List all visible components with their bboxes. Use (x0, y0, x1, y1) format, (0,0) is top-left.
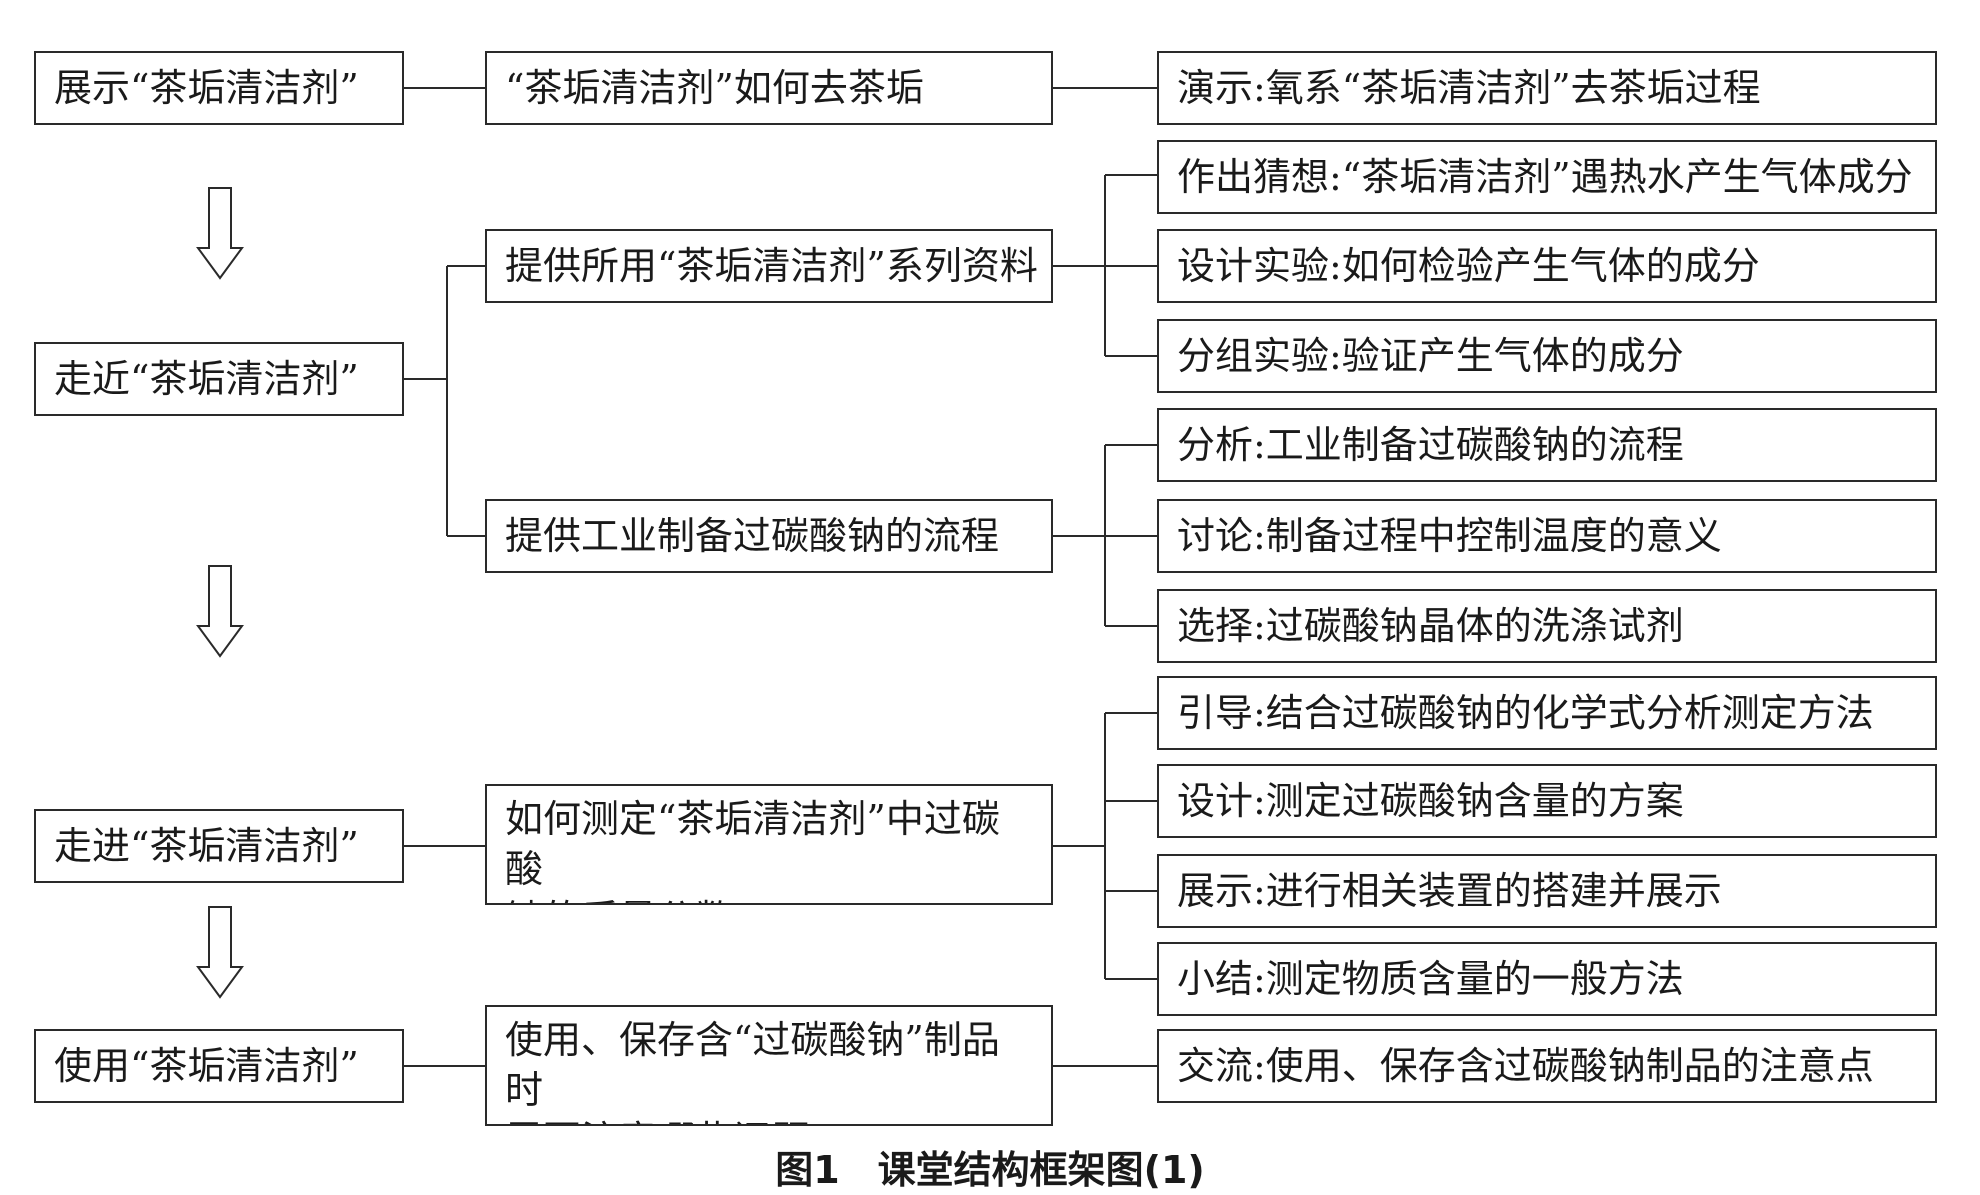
down-arrow-icon (196, 187, 244, 280)
question-text-line2: 钠的质量分数 (505, 894, 1033, 903)
activity-text: 交流:使用、保存含过碳酸钠制品的注意点 (1177, 1044, 1874, 1088)
stage-label: 使用“茶垢清洁剂” (54, 1044, 359, 1088)
question-text-line1: 如何测定“茶垢清洁剂”中过碳酸 (505, 797, 1000, 891)
activity-text: 展示:进行相关装置的搭建并展示 (1177, 869, 1722, 913)
stage-label: 展示“茶垢清洁剂” (54, 66, 359, 110)
stage-label: 走近“茶垢清洁剂” (54, 357, 359, 401)
question-box-3: 提供工业制备过碳酸钠的流程 (485, 499, 1053, 573)
activity-box-4: 分组实验:验证产生气体的成分 (1157, 319, 1937, 393)
activity-box-1: 演示:氧系“茶垢清洁剂”去茶垢过程 (1157, 51, 1937, 125)
activity-box-8: 引导:结合过碳酸钠的化学式分析测定方法 (1157, 676, 1937, 750)
activity-text: 作出猜想:“茶垢清洁剂”遇热水产生气体成分 (1177, 155, 1913, 199)
activity-text: 演示:氧系“茶垢清洁剂”去茶垢过程 (1177, 66, 1761, 110)
question-text-line2: 需要注意哪些问题 (505, 1115, 1033, 1124)
activity-box-7: 选择:过碳酸钠晶体的洗涤试剂 (1157, 589, 1937, 663)
activity-box-10: 展示:进行相关装置的搭建并展示 (1157, 854, 1937, 928)
activity-text: 设计:测定过碳酸钠含量的方案 (1177, 779, 1684, 823)
activity-box-9: 设计:测定过碳酸钠含量的方案 (1157, 764, 1937, 838)
question-box-4: 如何测定“茶垢清洁剂”中过碳酸 钠的质量分数 (485, 784, 1053, 905)
down-arrow-icon (196, 565, 244, 658)
activity-box-5: 分析:工业制备过碳酸钠的流程 (1157, 408, 1937, 482)
question-box-5: 使用、保存含“过碳酸钠”制品时 需要注意哪些问题 (485, 1005, 1053, 1126)
activity-text: 设计实验:如何检验产生气体的成分 (1177, 244, 1760, 288)
activity-text: 选择:过碳酸钠晶体的洗涤试剂 (1177, 604, 1684, 648)
activity-box-11: 小结:测定物质含量的一般方法 (1157, 942, 1937, 1016)
question-text-line1: 使用、保存含“过碳酸钠”制品时 (505, 1018, 1000, 1112)
activity-box-12: 交流:使用、保存含过碳酸钠制品的注意点 (1157, 1029, 1937, 1103)
stage-box-enter: 走进“茶垢清洁剂” (34, 809, 404, 883)
question-box-2: 提供所用“茶垢清洁剂”系列资料 (485, 229, 1053, 303)
activity-text: 分析:工业制备过碳酸钠的流程 (1177, 423, 1684, 467)
stage-box-show: 展示“茶垢清洁剂” (34, 51, 404, 125)
question-box-1: “茶垢清洁剂”如何去茶垢 (485, 51, 1053, 125)
stage-box-use: 使用“茶垢清洁剂” (34, 1029, 404, 1103)
stage-label: 走进“茶垢清洁剂” (54, 824, 359, 868)
activity-text: 讨论:制备过程中控制温度的意义 (1177, 514, 1722, 558)
activity-text: 小结:测定物质含量的一般方法 (1177, 957, 1684, 1001)
figure-caption: 图1 课堂结构框架图(1) (775, 1148, 1205, 1192)
down-arrow-icon (196, 906, 244, 999)
activity-text: 分组实验:验证产生气体的成分 (1177, 334, 1684, 378)
question-text: “茶垢清洁剂”如何去茶垢 (505, 66, 924, 110)
question-text: 提供所用“茶垢清洁剂”系列资料 (505, 244, 1038, 288)
activity-box-6: 讨论:制备过程中控制温度的意义 (1157, 499, 1937, 573)
question-text: 提供工业制备过碳酸钠的流程 (505, 514, 1000, 558)
stage-box-approach: 走近“茶垢清洁剂” (34, 342, 404, 416)
activity-text: 引导:结合过碳酸钠的化学式分析测定方法 (1177, 691, 1874, 735)
activity-box-2: 作出猜想:“茶垢清洁剂”遇热水产生气体成分 (1157, 140, 1937, 214)
activity-box-3: 设计实验:如何检验产生气体的成分 (1157, 229, 1937, 303)
